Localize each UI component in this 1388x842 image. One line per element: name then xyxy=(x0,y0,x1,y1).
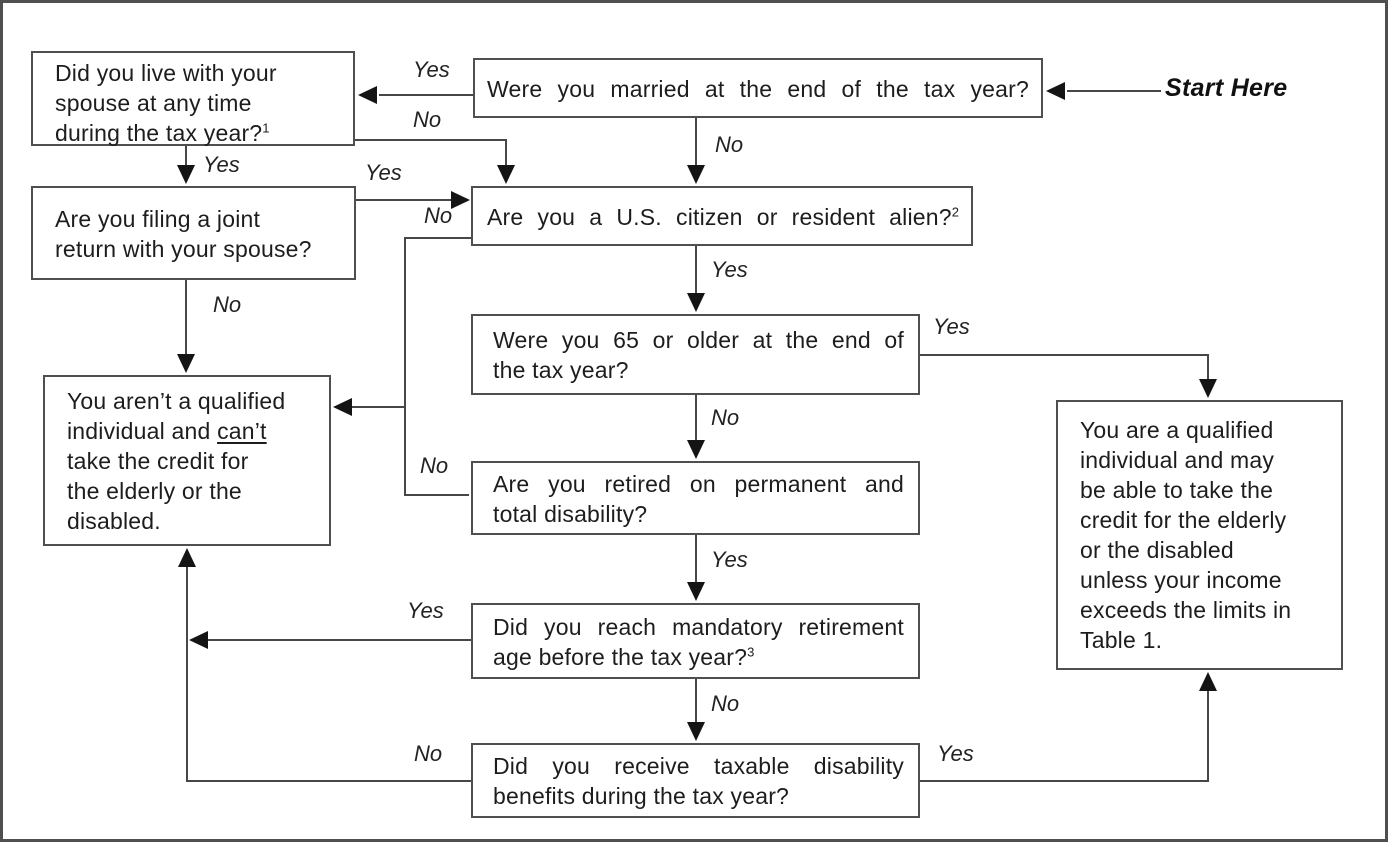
arrowhead-live-no-down xyxy=(497,165,515,184)
box-text-line: exceeds the limits in xyxy=(1080,597,1292,623)
box-text-line: spouse at any time xyxy=(55,90,252,116)
box-text-line: Are you retired on permanent and xyxy=(493,471,904,497)
label-live-no: No xyxy=(413,107,442,132)
label-mandatory-no: No xyxy=(711,691,740,716)
box-text-line: be able to take the xyxy=(1080,477,1274,503)
box-joint-return: Are you filing a joint return with your … xyxy=(31,186,356,280)
arrowhead-citizen-yes-down xyxy=(687,293,705,312)
box-text-line: unless your income xyxy=(1080,567,1282,593)
box-married: Were you married at the end of the tax y… xyxy=(473,58,1043,118)
label-citizen-yes: Yes xyxy=(711,257,748,282)
connector-benefits-no xyxy=(186,565,471,782)
label-live-yes: Yes xyxy=(203,152,240,177)
box-text-line: return with your spouse? xyxy=(55,236,312,262)
box-text-line: Are you a U.S. citizen or resident alien… xyxy=(487,204,959,230)
box-taxable-benefits: Did you receive taxable disability benef… xyxy=(471,743,920,818)
arrowhead-married-no-down xyxy=(687,165,705,184)
box-text-line: Did you receive taxable disability xyxy=(493,753,904,779)
label-married-yes: Yes xyxy=(413,57,450,82)
underlined-text: can’t xyxy=(217,418,267,444)
arrowhead-joint-yes-right xyxy=(451,191,470,209)
label-joint-yes: Yes xyxy=(365,160,402,185)
arrowhead-benefits-no-up xyxy=(178,548,196,567)
label-benefits-yes: Yes xyxy=(937,741,974,766)
box-text-line: individual and can’t xyxy=(67,418,267,444)
label-married-no: No xyxy=(715,132,744,157)
arrowhead-live-yes-down xyxy=(177,165,195,184)
arrowhead-65-yes-down xyxy=(1199,379,1217,398)
box-text-line: age before the tax year?3 xyxy=(493,644,755,670)
box-text-line: Were you married at the end of the tax y… xyxy=(487,76,1029,102)
label-citizen-no: No xyxy=(424,203,453,228)
label-benefits-no: No xyxy=(414,741,443,766)
box-text-line: Did you live with your xyxy=(55,60,277,86)
box-text-line: disabled. xyxy=(67,508,161,534)
connector-65-yes xyxy=(920,354,1209,381)
footnote-marker: 3 xyxy=(747,644,755,660)
label-65-yes: Yes xyxy=(933,314,970,339)
box-citizen: Are you a U.S. citizen or resident alien… xyxy=(471,186,973,246)
box-text-line: Are you filing a joint xyxy=(55,206,261,232)
box-qualified: You are a qualified individual and may b… xyxy=(1056,400,1343,670)
arrowhead-start-left xyxy=(1046,82,1065,100)
box-text-line: total disability? xyxy=(493,501,648,527)
connector-benefits-yes xyxy=(920,689,1209,782)
arrowhead-married-yes-left xyxy=(358,86,377,104)
start-here-label: Start Here xyxy=(1165,74,1288,102)
box-text-line: credit for the elderly xyxy=(1080,507,1287,533)
box-not-qualified: You aren’t a qualified individual and ca… xyxy=(43,375,331,546)
connector-no-trunk xyxy=(351,237,471,496)
flowchart-connectors xyxy=(177,82,1217,782)
arrowhead-mandatory-no-down xyxy=(687,722,705,741)
box-text-line: Did you reach mandatory retirement xyxy=(493,614,904,640)
connector-live-no xyxy=(355,139,507,167)
label-disability-yes: Yes xyxy=(711,547,748,572)
box-text-line: benefits during the tax year? xyxy=(493,783,790,809)
footnote-marker: 2 xyxy=(951,204,959,220)
arrowhead-mandatory-yes-left xyxy=(189,631,208,649)
box-text-line: the tax year? xyxy=(493,357,629,383)
footnote-marker: 1 xyxy=(262,120,270,136)
box-text-line: the elderly or the xyxy=(67,478,242,504)
label-mandatory-yes: Yes xyxy=(407,598,444,623)
arrowhead-trunk-left xyxy=(333,398,352,416)
box-text-line: during the tax year?1 xyxy=(55,120,270,146)
box-text-line: take the credit for xyxy=(67,448,249,474)
box-disability: Are you retired on permanent and total d… xyxy=(471,461,920,535)
arrowhead-disability-yes-down xyxy=(687,582,705,601)
box-text-line: Table 1. xyxy=(1080,627,1163,653)
box-text-line: individual and may xyxy=(1080,447,1275,473)
label-disability-no: No xyxy=(420,453,449,478)
box-age-65: Were you 65 or older at the end of the t… xyxy=(471,314,920,395)
label-65-no: No xyxy=(711,405,740,430)
arrowhead-joint-no-down xyxy=(177,354,195,373)
box-text-line: Were you 65 or older at the end of xyxy=(493,327,904,353)
box-mandatory-age: Did you reach mandatory retirement age b… xyxy=(471,603,920,679)
arrowhead-65-no-down xyxy=(687,440,705,459)
box-live-with-spouse: Did you live with your spouse at any tim… xyxy=(31,51,355,146)
box-text-line: You aren’t a qualified xyxy=(67,388,286,414)
arrowhead-benefits-yes-up xyxy=(1199,672,1217,691)
box-text-line: You are a qualified xyxy=(1080,417,1274,443)
label-joint-no: No xyxy=(213,292,242,317)
box-text-line: or the disabled xyxy=(1080,537,1234,563)
